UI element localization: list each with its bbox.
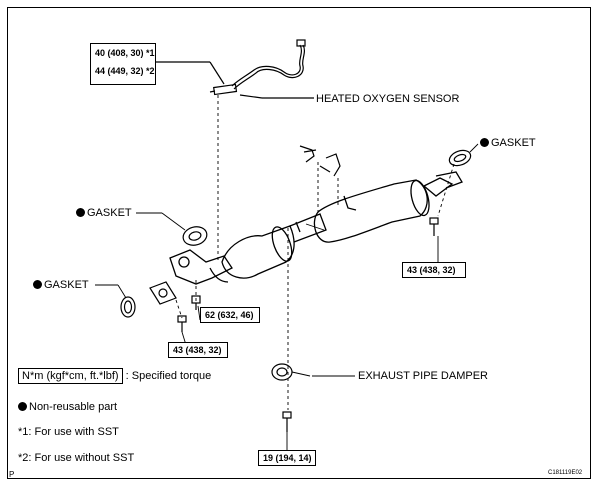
non-reusable-dot-icon	[33, 280, 42, 289]
non-reusable-dot-icon	[18, 402, 27, 411]
exhaust-pipe-assembly	[169, 171, 463, 285]
corner-mark: P	[9, 470, 15, 479]
legend-non-reusable: Non-reusable part	[18, 401, 117, 413]
center-nut-illustration	[191, 295, 201, 310]
figure-frame	[7, 7, 591, 479]
gasket-upper-left-illustration	[182, 226, 208, 246]
torque-box-right-bolt: 43 (438, 32)	[402, 262, 466, 278]
gasket-left-illustration	[120, 296, 136, 318]
non-reusable-dot-icon	[76, 208, 85, 217]
torque-sensor-line1: 40 (408, 30) *1	[95, 48, 155, 58]
hanger-brackets	[299, 145, 341, 177]
figure-code: C181119E02	[548, 470, 583, 476]
legend-torque-unit-box: N*m (kgf*cm, ft.*lbf)	[18, 368, 123, 384]
non-reusable-dot-icon	[480, 138, 489, 147]
torque-box-bottom-bolt: 19 (194, 14)	[258, 450, 316, 466]
leader-lines	[95, 143, 479, 450]
gasket-right-label: GASKET	[480, 137, 536, 149]
bottom-bolt-illustration	[282, 411, 292, 432]
right-bolt-illustration	[429, 217, 439, 236]
gasket-left-label: GASKET	[33, 279, 89, 291]
exhaust-pipe-damper-illustration	[271, 363, 311, 381]
legend-note-2: *2: For use without SST	[18, 452, 135, 464]
sensor-leader	[239, 94, 263, 99]
heated-oxygen-sensor-illustration	[209, 39, 306, 96]
legend-torque: N*m (kgf*cm, ft.*lbf) : Specified torque	[18, 368, 212, 384]
left-flange-illustration	[149, 281, 177, 305]
left-bolt-illustration	[177, 315, 187, 332]
legend-note-1: *1: For use with SST	[18, 426, 119, 438]
legend-torque-desc: : Specified torque	[125, 370, 212, 382]
torque-box-sensor: 40 (408, 30) *1 44 (449, 32) *2	[90, 43, 156, 85]
exhaust-pipe-damper-label: EXHAUST PIPE DAMPER	[358, 370, 488, 382]
gasket-upper-left-label: GASKET	[76, 207, 132, 219]
torque-box-center-nut: 62 (632, 46)	[200, 307, 260, 323]
torque-box-left-bolt: 43 (438, 32)	[168, 342, 228, 358]
gasket-right-illustration	[448, 149, 472, 167]
heated-oxygen-sensor-label: HEATED OXYGEN SENSOR	[316, 93, 460, 105]
torque-sensor-line2: 44 (449, 32) *2	[95, 66, 155, 76]
